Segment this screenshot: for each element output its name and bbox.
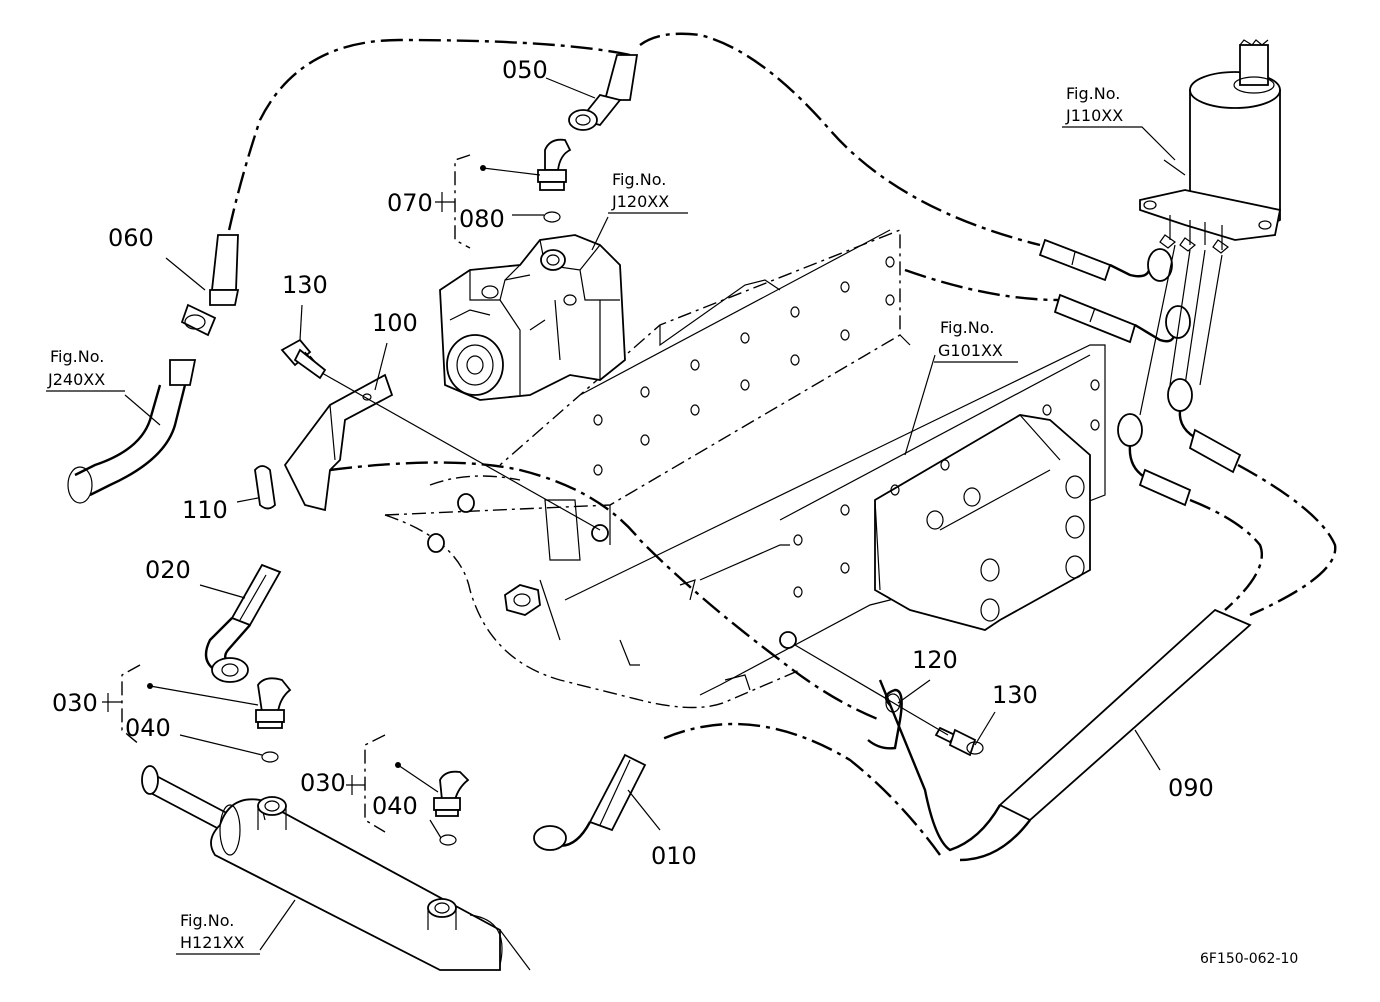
hydraulic-pump [439, 234, 626, 401]
part-label-080: 080 [459, 205, 505, 233]
part-label-070: 070 [387, 189, 433, 217]
figure-references: Fig.No. J240XX Fig.No. J120XX Fig.No. J1… [46, 84, 1176, 955]
figref-J110XX: Fig.No. J110XX [1062, 84, 1176, 161]
svg-text:J240XX: J240XX [47, 370, 105, 389]
part-label-130-bottom: 130 [992, 681, 1038, 709]
svg-text:J120XX: J120XX [611, 192, 669, 211]
part-label-090: 090 [1168, 774, 1214, 802]
steering-cylinder [141, 765, 531, 971]
part-label-030-top: 030 [52, 689, 98, 717]
part-label-030-bottom: 030 [300, 769, 346, 797]
part-label-040-bottom: 040 [372, 792, 418, 820]
part-labels: 050 060 070 080 130 100 110 020 030 040 … [52, 56, 1214, 870]
part-label-050: 050 [502, 56, 548, 84]
figref-J120XX: Fig.No. J120XX [608, 170, 688, 214]
part-label-100: 100 [372, 309, 418, 337]
svg-text:J110XX: J110XX [1065, 106, 1123, 125]
part-label-010: 010 [651, 842, 697, 870]
svg-text:Fig.No.: Fig.No. [50, 347, 104, 366]
svg-text:Fig.No.: Fig.No. [940, 318, 994, 337]
hose-060 [226, 38, 631, 236]
svg-text:Fig.No.: Fig.No. [1066, 84, 1120, 103]
svg-text:G101XX: G101XX [938, 341, 1003, 360]
figref-G101XX: Fig.No. G101XX [934, 318, 1018, 363]
drawing-code: 6F150-062-10 [1200, 951, 1298, 967]
svg-text:Fig.No.: Fig.No. [180, 911, 234, 930]
part-label-110: 110 [182, 496, 228, 524]
figref-H121XX: Fig.No. H121XX [176, 911, 260, 955]
part-label-130-top: 130 [282, 271, 328, 299]
figref-J240XX: Fig.No. J240XX [46, 347, 125, 392]
chassis-frame [384, 228, 1106, 709]
hoses [67, 32, 1337, 862]
frame-holes [593, 256, 1100, 598]
leader-lines [102, 77, 1186, 951]
part-label-060: 060 [108, 224, 154, 252]
part-label-040-top: 040 [125, 714, 171, 742]
bracket-assembly [254, 338, 984, 757]
part-label-120: 120 [912, 646, 958, 674]
svg-text:H121XX: H121XX [180, 933, 245, 952]
steering-unit [1139, 39, 1282, 254]
hose-090 [1237, 463, 1337, 617]
part-label-020: 020 [145, 556, 191, 584]
svg-text:Fig.No.: Fig.No. [612, 170, 666, 189]
